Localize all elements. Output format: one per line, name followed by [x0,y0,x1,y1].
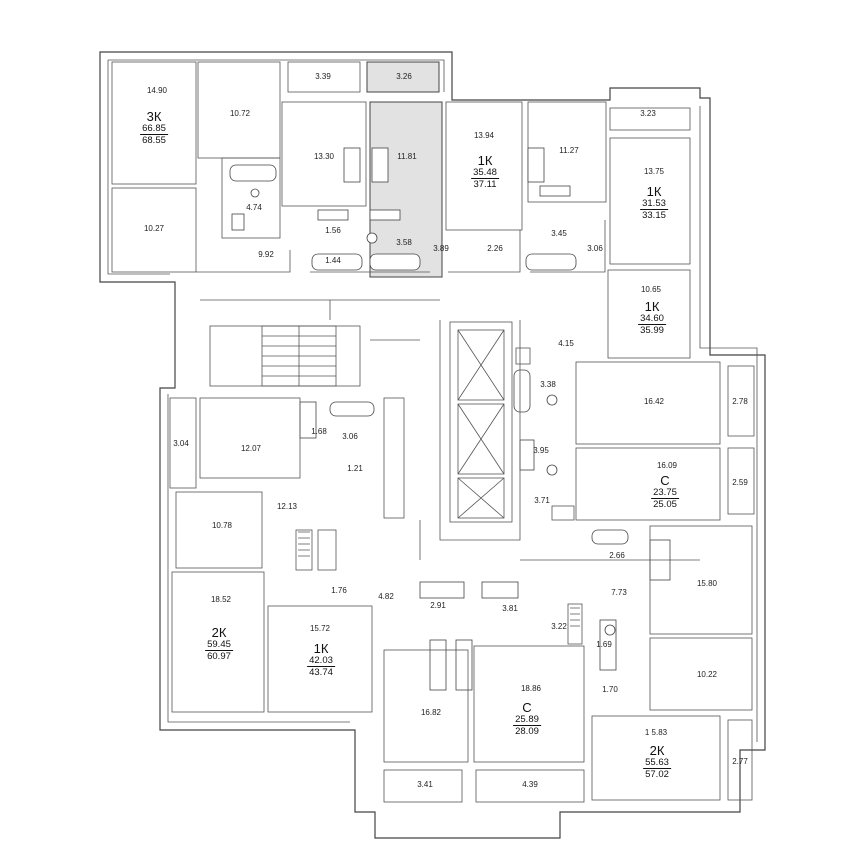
room-area-label: 1.76 [331,586,347,595]
room-area-label: 14.90 [146,86,168,95]
room-area-label: 3.71 [534,496,550,505]
apartment-type: 3К [146,109,162,124]
apartment-type: 2К [211,625,227,640]
room-area-label: 3.26 [396,72,412,81]
apartment-tag: 1К 34.60 35.99 [638,300,666,336]
room-area-label: 10.22 [696,670,718,679]
apartment-living-area: 31.53 [640,198,668,210]
apartment-tag: С 25.89 28.09 [513,701,541,737]
room-area-label: 13.30 [313,152,335,161]
room-area-label: 1.70 [602,685,618,694]
apartment-total-area: 68.55 [142,135,166,146]
room-area-label: 2.26 [487,244,503,253]
room-area-label: 2.59 [732,478,748,487]
apartment-total-area: 35.99 [640,325,664,336]
room-area-label: 2.91 [430,601,446,610]
room-area-label: 13.94 [473,131,495,140]
room-area-label: 16.09 [656,461,678,470]
room-area-label: 3.58 [396,238,412,247]
room-area-label: 1.56 [325,226,341,235]
room-area-label: 4.39 [522,780,538,789]
room-area-label: 3.81 [502,604,518,613]
highlighted-apartment [366,61,443,278]
room-area-label: 18.86 [520,684,542,693]
apartment-living-area: 25.89 [513,714,541,726]
room-area-label: 10.65 [640,285,662,294]
apartment-tag: 1К 35.48 37.11 [471,154,499,190]
apartment-tag: 2К 59.45 60.97 [205,626,233,662]
apartment-total-area: 25.05 [653,499,677,510]
room-area-label: 3.89 [433,244,449,253]
room-area-label: 2.77 [732,757,748,766]
room-area-label: 3.22 [551,622,567,631]
apartment-living-area: 35.48 [471,167,499,179]
apartment-tag: 3К 66.85 68.55 [140,110,168,146]
room-area-label: 16.42 [643,397,665,406]
apartment-type: С [660,473,670,488]
room-area-label: 3.06 [342,432,358,441]
room-area-label: 3.04 [173,439,189,448]
room-area-label: 1.69 [596,640,612,649]
room-area-label: 11.27 [559,146,579,155]
apartment-living-area: 59.45 [205,639,233,651]
apartment-total-area: 57.02 [645,769,669,780]
outer-walls [99,51,766,839]
apartment-living-area: 34.60 [638,313,666,325]
apartment-tag: 1К 31.53 33.15 [640,185,668,221]
apartment-type: 2К [649,743,665,758]
room-area-label: 15.72 [309,624,331,633]
room-area-label: 4.15 [558,339,574,348]
room-area-label: 13.75 [643,167,665,176]
room-area-label: 1 5.83 [644,728,668,737]
room-area-label: 9.92 [258,250,274,259]
room-area-label: 2.78 [732,397,748,406]
room-area-label: 10.27 [143,224,165,233]
apartment-living-area: 55.63 [643,757,671,769]
room-area-label: 10.78 [211,521,233,530]
apartment-type: 1К [313,641,329,656]
apartment-type: 1К [644,299,660,314]
room-area-label: 12.07 [240,444,262,453]
building-core [209,321,583,645]
room-area-label: 18.52 [210,595,232,604]
apartment-living-area: 66.85 [140,123,168,135]
room-area-label: 4.82 [378,592,394,601]
apartment-total-area: 33.15 [642,210,666,221]
apartment-type: 1К [477,153,493,168]
apartment-total-area: 37.11 [473,179,497,190]
room-area-label: 1.44 [325,256,341,265]
room-area-label: 3.23 [640,109,656,118]
room-area-label: 3.06 [587,244,603,253]
room-area-label: 1.21 [347,464,363,473]
apartment-living-area: 23.75 [651,487,679,499]
apartment-type: 1К [646,184,662,199]
room-area-label: 3.95 [533,446,549,455]
room-area-label: 3.39 [315,72,331,81]
room-area-label: 3.45 [551,229,567,238]
room-area-label: 1.68 [311,427,327,436]
room-area-label: 10.72 [229,109,251,118]
apartment-tag: 2К 55.63 57.02 [643,744,671,780]
room-area-label: 16.82 [420,708,442,717]
room-area-label: 3.41 [417,780,433,789]
room-area-label: 7.73 [611,588,627,597]
apartment-living-area: 42.03 [307,655,335,667]
apartment-total-area: 28.09 [515,726,539,737]
room-area-label: 12.13 [276,502,298,511]
apartment-tag: 1К 42.03 43.74 [307,642,335,678]
room-area-label: 15.80 [696,579,718,588]
room-area-label: 4.74 [246,203,262,212]
lower-rooms [169,269,755,803]
apartment-type: С [522,700,532,715]
apartment-total-area: 43.74 [309,667,333,678]
top-row-rooms [111,61,691,273]
room-area-label: 3.38 [540,380,556,389]
apartment-tag: С 23.75 25.05 [651,474,679,510]
room-area-label: 11.81 [397,152,417,161]
room-area-label: 2.66 [609,551,625,560]
apartment-total-area: 60.97 [207,651,231,662]
